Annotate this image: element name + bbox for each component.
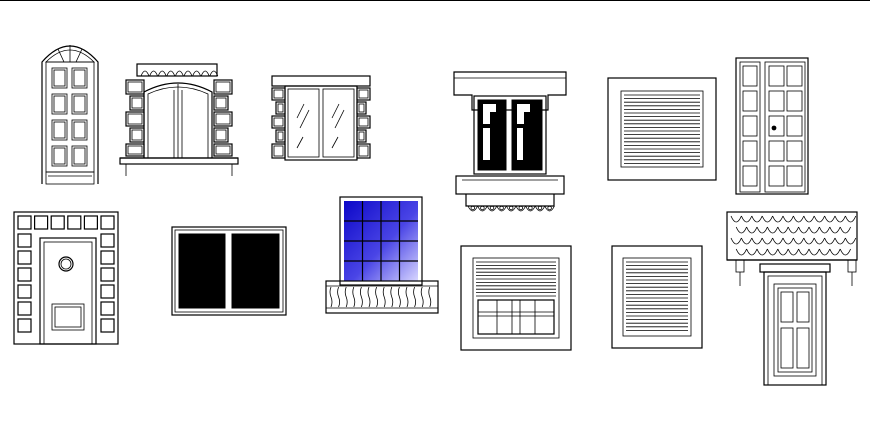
stone-framed-arched-window: [119, 63, 239, 176]
double-black-window: [171, 226, 287, 316]
tiled-canopy-door: [726, 211, 858, 386]
louvered-shutter-window-1: [607, 77, 717, 181]
shutter-window-with-grille: [460, 245, 572, 351]
glazed-panel-door: [735, 57, 809, 195]
arched-panel-door: [41, 45, 99, 185]
louvered-shutter-window-2: [611, 245, 703, 349]
corniced-window-with-scalloped-sill: [453, 71, 567, 212]
blue-glazed-balcony-window: [325, 196, 439, 314]
block-framed-door: [13, 211, 119, 345]
stone-framed-sash-window: [271, 75, 371, 161]
